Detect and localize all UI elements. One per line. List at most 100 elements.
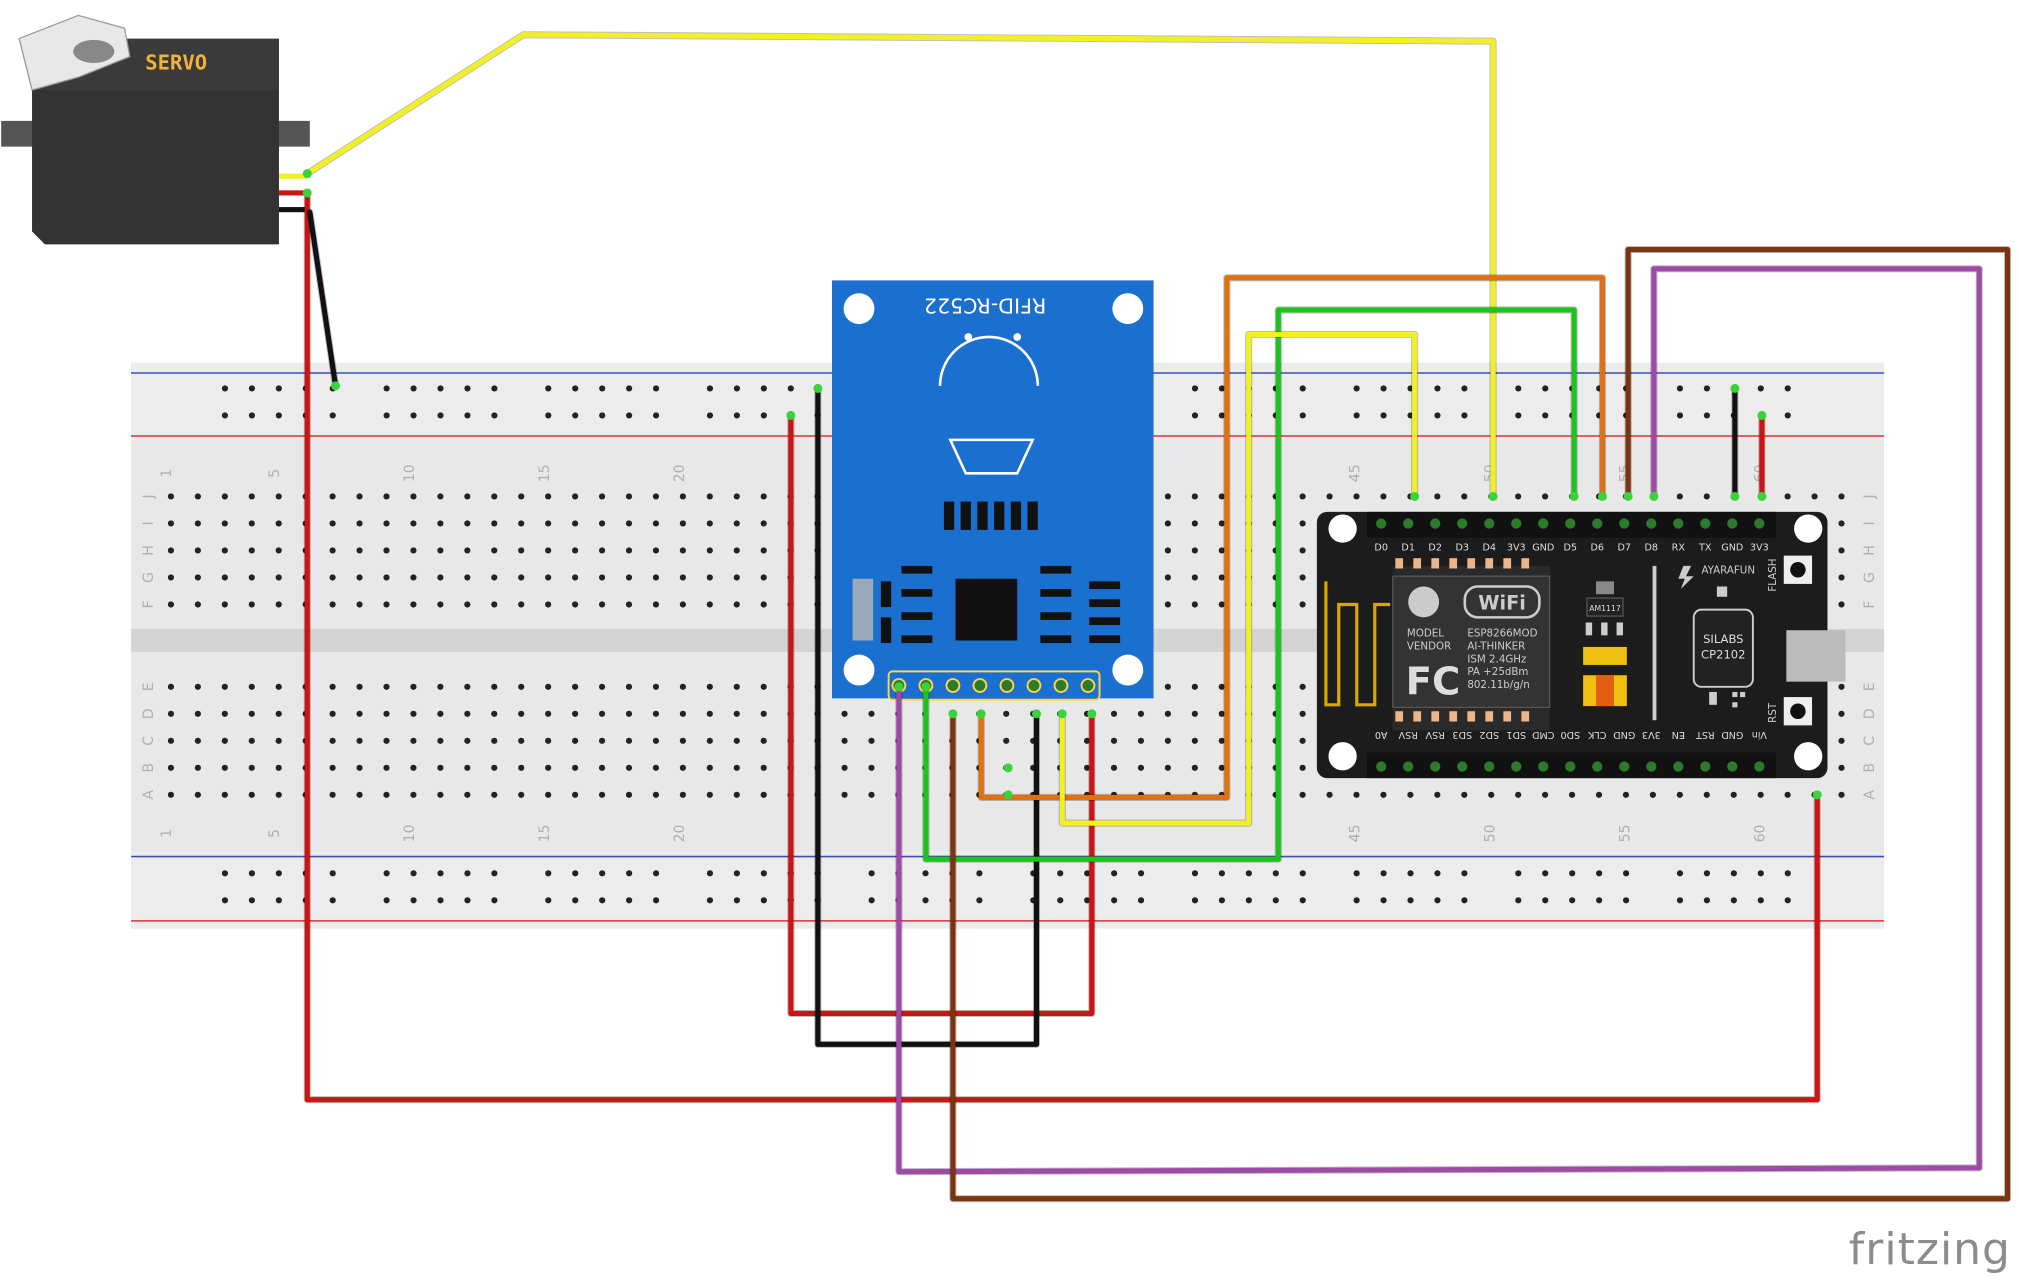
breadboard-hole [491,737,498,744]
rail-hole [1245,870,1252,877]
breadboard-hole [572,574,579,581]
rail-hole [329,897,336,904]
nodemcu-bottom-pin [1565,761,1576,772]
rail-hole [868,870,875,877]
row-letter: B [1862,763,1878,773]
nodemcu-bottom-pin [1754,761,1765,772]
breadboard-hole [1676,493,1683,500]
row-letter: A [1862,790,1878,800]
breadboard-hole [572,683,579,690]
breadboard-hole [625,764,633,771]
breadboard-hole [706,601,713,608]
breadboard-hole [1110,710,1118,717]
rail-hole [1569,897,1576,904]
rail-hole [545,870,552,877]
rail-hole [1676,385,1684,392]
breadboard-hole [1299,574,1306,581]
rail-hole [1461,412,1468,419]
rail-hole [221,870,229,877]
row-letter: J [1862,494,1878,499]
rail-hole [1730,870,1737,877]
breadboard-hole [1461,493,1468,500]
breadboard-hole [356,493,363,500]
usb-port[interactable] [1786,630,1846,682]
column-number: 60 [1752,824,1768,842]
rail-hole [1703,897,1710,904]
breadboard-hole [598,493,606,500]
wire-endpoint [1032,709,1042,719]
rfid-purple-wire [896,266,1982,1175]
breadboard-hole [383,574,390,581]
rail-hole [410,385,417,392]
nodemcu-top-pin-label: TX [1698,542,1712,553]
breadboard-hole [1218,574,1225,581]
module-model-label: MODEL [1407,628,1444,640]
breadboard-hole [1218,683,1225,690]
espressif-logo-icon [1408,586,1440,618]
breadboard-hole [733,493,740,500]
column-number: 20 [672,464,688,482]
module-spec-line: ISM 2.4GHz [1467,653,1526,665]
breadboard-hole [706,737,713,744]
rail-hole [976,870,983,877]
breadboard-hole [598,683,606,690]
breadboard-hole [464,791,471,798]
rail-hole [1784,897,1791,904]
breadboard-hole [1649,791,1656,798]
nodemcu-top-pin [1376,518,1387,529]
nodemcu-top-pin [1754,518,1765,529]
breadboard-hole [706,764,713,771]
breadboard-hole [275,547,282,554]
column-number: 5 [267,829,283,838]
rail-hole [1784,870,1791,877]
wire-endpoint [1730,491,1740,501]
lightning-icon [1678,565,1694,590]
fritzing-watermark: fritzing [1848,1224,2011,1275]
rail-hole [1622,870,1630,877]
breadboard-hole [275,710,282,717]
breadboard-hole [194,493,201,500]
breadboard-hole [464,601,471,608]
breadboard-hole [1838,574,1845,581]
breadboard-hole [1838,683,1845,690]
breadboard-hole [868,710,875,717]
breadboard-hole [733,601,740,608]
nodemcu-bottom-pin [1484,761,1495,772]
rail-hole [572,385,579,392]
breadboard-hole [1515,493,1522,500]
breadboard-hole [248,601,255,608]
nodemcu-bottom-pin [1430,761,1441,772]
breadboard-hole [1191,547,1198,554]
breadboard-hole [598,520,606,527]
column-number: 1 [159,469,175,478]
nodemcu-top-pin [1538,518,1549,529]
breadboard-hole [1784,493,1791,500]
breadboard-hole [275,791,282,798]
breadboard-hole [1568,791,1576,798]
servo-ground-wire [307,209,339,389]
rail-hole [383,897,390,904]
rail-hole [437,412,444,419]
rail-hole [1353,897,1360,904]
wire-endpoint [1488,491,1498,501]
breadboard-hole [167,574,175,581]
breadboard-hole [1137,737,1145,744]
breadboard-hole [733,683,740,690]
breadboard-hole [1164,737,1171,744]
breadboard-hole [1083,737,1091,744]
breadboard-hole [706,683,713,690]
breadboard-hole [383,547,390,554]
breadboard-hole [1191,574,1198,581]
rail-hole [1380,897,1387,904]
breadboard-hole [491,791,498,798]
row-letter: B [141,763,157,773]
rfid-pin [1026,678,1042,693]
breadboard-hole [1434,791,1441,798]
rail-hole [1784,412,1791,419]
breadboard-hole [491,710,498,717]
column-number: 15 [537,824,553,842]
breadboard-hole [248,791,255,798]
column-number: 50 [1482,824,1498,842]
rail-hole [1757,385,1764,392]
breadboard-hole [491,601,498,608]
